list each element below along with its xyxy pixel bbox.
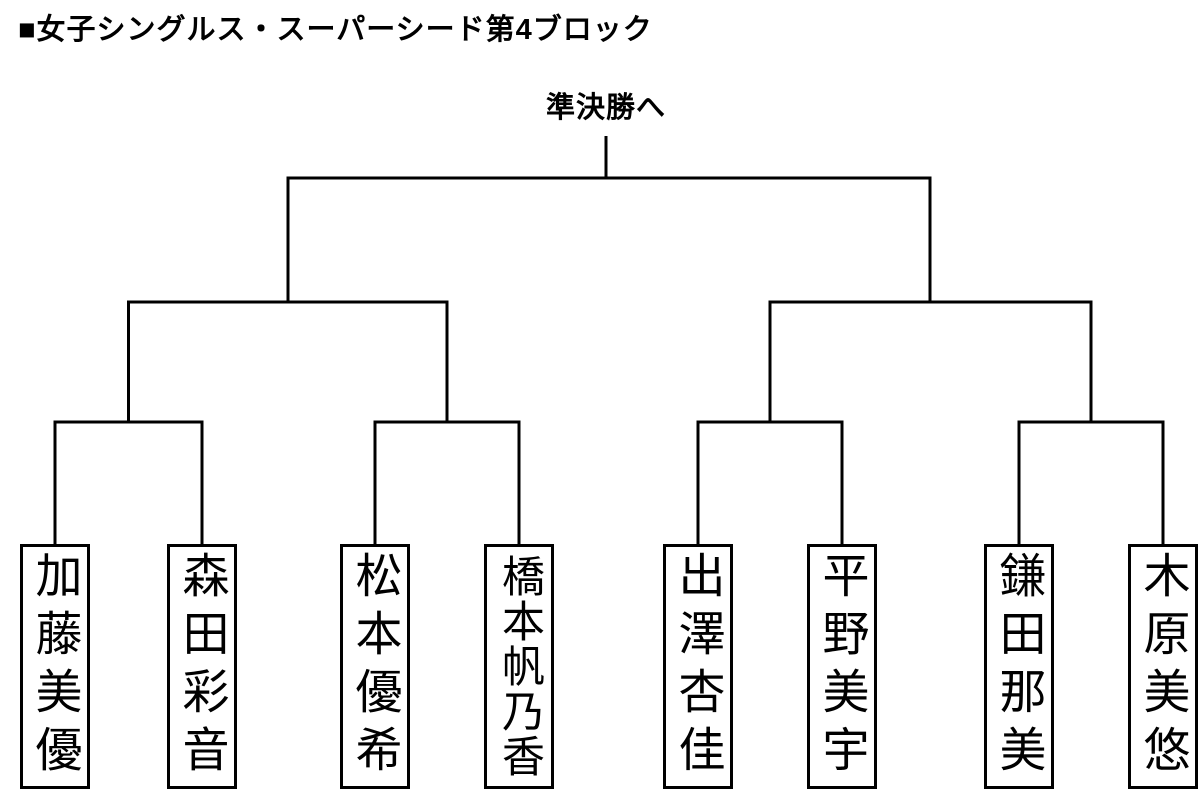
match1-connector <box>53 420 204 545</box>
semifinal-left-connector <box>127 300 449 423</box>
player-name: 出澤杏佳 <box>671 550 725 783</box>
player-name: 松本優希 <box>348 550 402 783</box>
player-box-2: 森田彩音 <box>167 544 237 789</box>
player-name: 鎌田那美 <box>992 550 1046 783</box>
player-box-4: 橋本帆乃香 <box>484 544 554 789</box>
player-box-3: 松本優希 <box>340 544 410 789</box>
player-name: 平野美宇 <box>815 550 869 783</box>
player-name: 加藤美優 <box>28 550 82 783</box>
player-name: 橋本帆乃香 <box>495 554 544 779</box>
player-name: 森田彩音 <box>175 550 229 783</box>
match4-connector <box>1017 420 1165 545</box>
player-box-7: 鎌田那美 <box>984 544 1054 789</box>
player-name: 木原美悠 <box>1136 550 1190 783</box>
semifinal-right-connector <box>768 300 1093 423</box>
player-box-5: 出澤杏佳 <box>663 544 733 789</box>
player-box-8: 木原美悠 <box>1128 544 1198 789</box>
player-box-6: 平野美宇 <box>807 544 877 789</box>
page-title: ■女子シングルス・スーパーシード第4ブロック <box>18 14 653 46</box>
player-box-1: 加藤美優 <box>20 544 90 789</box>
match2-connector <box>373 420 521 545</box>
final-connector <box>286 176 932 303</box>
match3-connector <box>696 420 844 545</box>
advance-label: 準決勝へ <box>545 92 667 124</box>
